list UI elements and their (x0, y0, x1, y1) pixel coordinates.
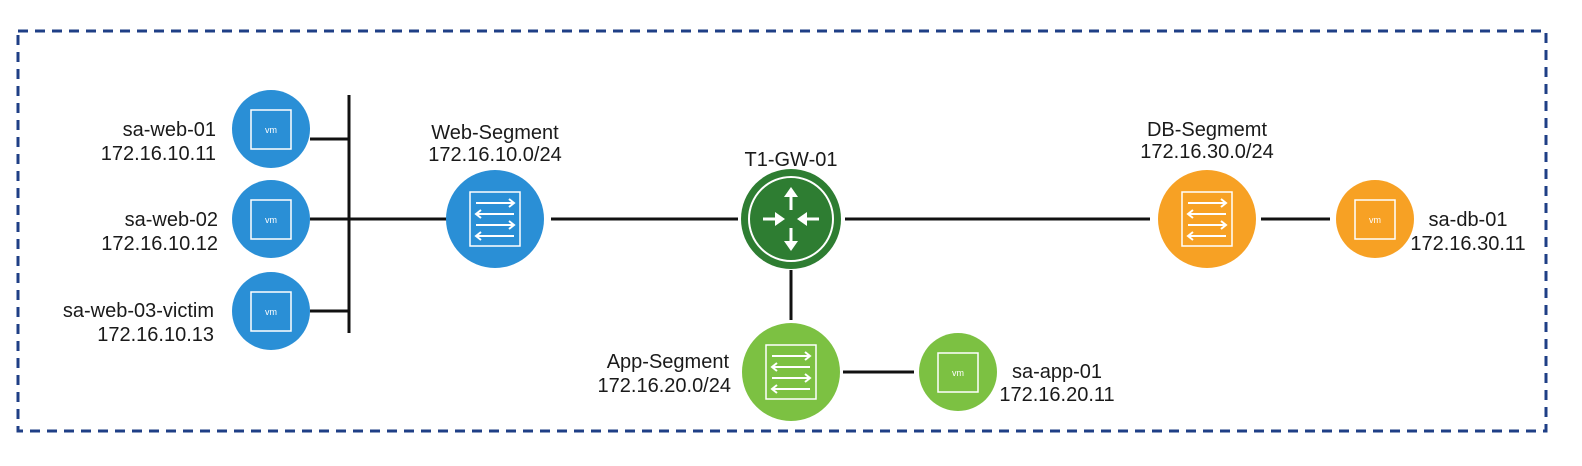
segment-circle (446, 170, 544, 268)
vm-node-sa-db-01[interactable]: vm (1336, 180, 1414, 258)
router-ring (748, 176, 834, 262)
vm-name-label: sa-app-01 (1012, 361, 1102, 383)
vm-icon: vm (250, 291, 292, 332)
vm-name-label: sa-web-01 (123, 119, 216, 141)
vm-node-sa-web-03-victim[interactable]: vm (232, 272, 310, 350)
segment-switch-icon (469, 191, 521, 247)
vm-icon: vm (250, 109, 292, 150)
router-name-label: T1-GW-01 (745, 149, 838, 171)
vm-icon: vm (250, 199, 292, 240)
vm-ip-label: 172.16.30.11 (1410, 233, 1525, 255)
router-node[interactable] (741, 169, 841, 269)
vm-badge: vm (265, 125, 277, 135)
vm-ip-label: 172.16.10.12 (101, 233, 218, 255)
segment-circle (742, 323, 840, 421)
vm-icon: vm (937, 352, 979, 393)
vm-ip-label: 172.16.20.11 (999, 384, 1114, 406)
vm-name-label: sa-web-03-victim (63, 300, 214, 322)
vm-ip-label: 172.16.10.13 (97, 324, 214, 346)
vm-node-sa-web-01[interactable]: vm (232, 90, 310, 168)
db-segment-cidr-label: 172.16.30.0/24 (1140, 141, 1273, 163)
vm-badge: vm (1369, 215, 1381, 225)
boundary-frame (16, 29, 1548, 433)
segment-switch-icon (765, 344, 817, 400)
vm-name-label: sa-web-02 (125, 209, 218, 231)
db-segment-node[interactable] (1158, 170, 1256, 268)
web-segment-node[interactable] (446, 170, 544, 268)
app-segment-name-label: App-Segment (607, 351, 730, 373)
vm-badge: vm (952, 368, 964, 378)
router-arrows-icon (763, 187, 819, 251)
vm-badge: vm (265, 307, 277, 317)
segment-switch-icon (1181, 191, 1233, 247)
vm-badge: vm (265, 215, 277, 225)
vm-node-sa-web-02[interactable]: vm (232, 180, 310, 258)
vm-node-sa-app-01[interactable]: vm (919, 333, 997, 411)
router-circle (741, 169, 841, 269)
app-segment-node[interactable] (742, 323, 840, 421)
db-segment-name-label: DB-Segmemt (1147, 119, 1267, 141)
web-segment-name-label: Web-Segment (431, 122, 559, 144)
vm-icon: vm (1354, 199, 1396, 240)
web-segment-cidr-label: 172.16.10.0/24 (428, 144, 561, 166)
vm-name-label: sa-db-01 (1429, 209, 1508, 231)
segment-circle (1158, 170, 1256, 268)
app-segment-cidr-label: 172.16.20.0/24 (598, 375, 731, 397)
connections (310, 95, 1330, 374)
vm-ip-label: 172.16.10.11 (101, 143, 216, 165)
